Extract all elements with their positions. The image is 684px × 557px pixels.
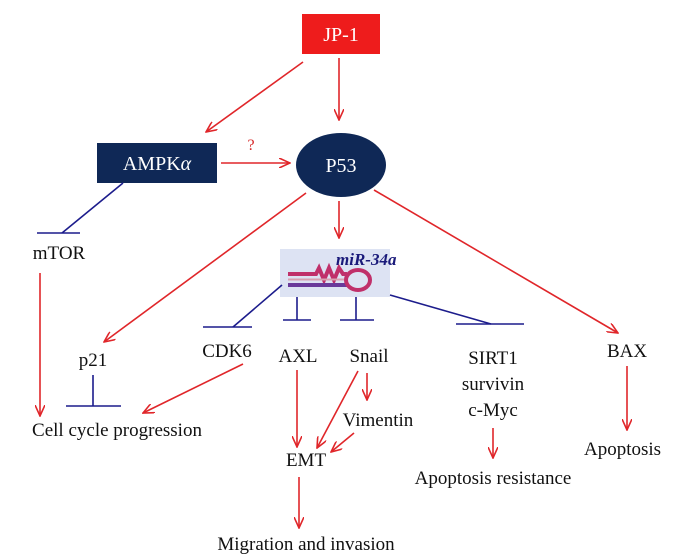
cmyc-label: c-Myc: [468, 400, 518, 421]
migration-label: Migration and invasion: [217, 534, 395, 555]
inhibit-mir34a-sirt1: [389, 294, 524, 325]
arrow-p53-to-bax: [373, 189, 618, 333]
mir34a-label: miR-34a: [336, 250, 397, 269]
ampk-label-symbol: α: [181, 153, 192, 175]
cell-cycle-label: Cell cycle progression: [32, 420, 202, 441]
ampk-label-text: AMPK: [123, 153, 181, 175]
inhibit-mir34a-snail: [340, 297, 374, 321]
emt-label: EMT: [286, 450, 327, 471]
inhibit-p21-cell-cycle: [66, 375, 121, 407]
p53-ellipse: [296, 133, 386, 197]
inhibit-mir34a-cdk6: [203, 284, 283, 328]
snail-label: Snail: [349, 346, 388, 367]
mtor-label: mTOR: [33, 243, 86, 264]
p53-label: P53: [325, 155, 356, 177]
question-mark-label: ?: [247, 137, 254, 154]
bax-label: BAX: [607, 341, 647, 362]
axl-label: AXL: [278, 346, 317, 367]
apoptosis-label: Apoptosis: [584, 439, 661, 460]
p21-label: p21: [79, 350, 108, 371]
inhibit-ampk-mtor: [37, 182, 124, 234]
arrow-cdk6-to-cell-cycle: [143, 363, 244, 413]
vimentin-label: Vimentin: [343, 410, 414, 431]
jp1-box: [302, 14, 380, 54]
cdk6-label: CDK6: [202, 341, 252, 362]
jp1-label: JP-1: [323, 24, 359, 46]
survivin-label: survivin: [462, 374, 525, 395]
inhibit-mir34a-axl: [283, 297, 311, 321]
ampk-label: AMPKα: [123, 153, 192, 175]
apoptosis-resistance-label: Apoptosis resistance: [415, 468, 572, 489]
ampk-box: [97, 143, 217, 183]
arrow-p53-to-p21: [104, 192, 307, 342]
arrow-snail-to-emt: [317, 370, 359, 448]
hairpin-rna-icon: [288, 262, 372, 292]
arrow-vimentin-to-emt: [331, 432, 355, 452]
sirt1-label: SIRT1: [468, 348, 518, 369]
arrow-jp1-to-ampk: [206, 61, 304, 132]
